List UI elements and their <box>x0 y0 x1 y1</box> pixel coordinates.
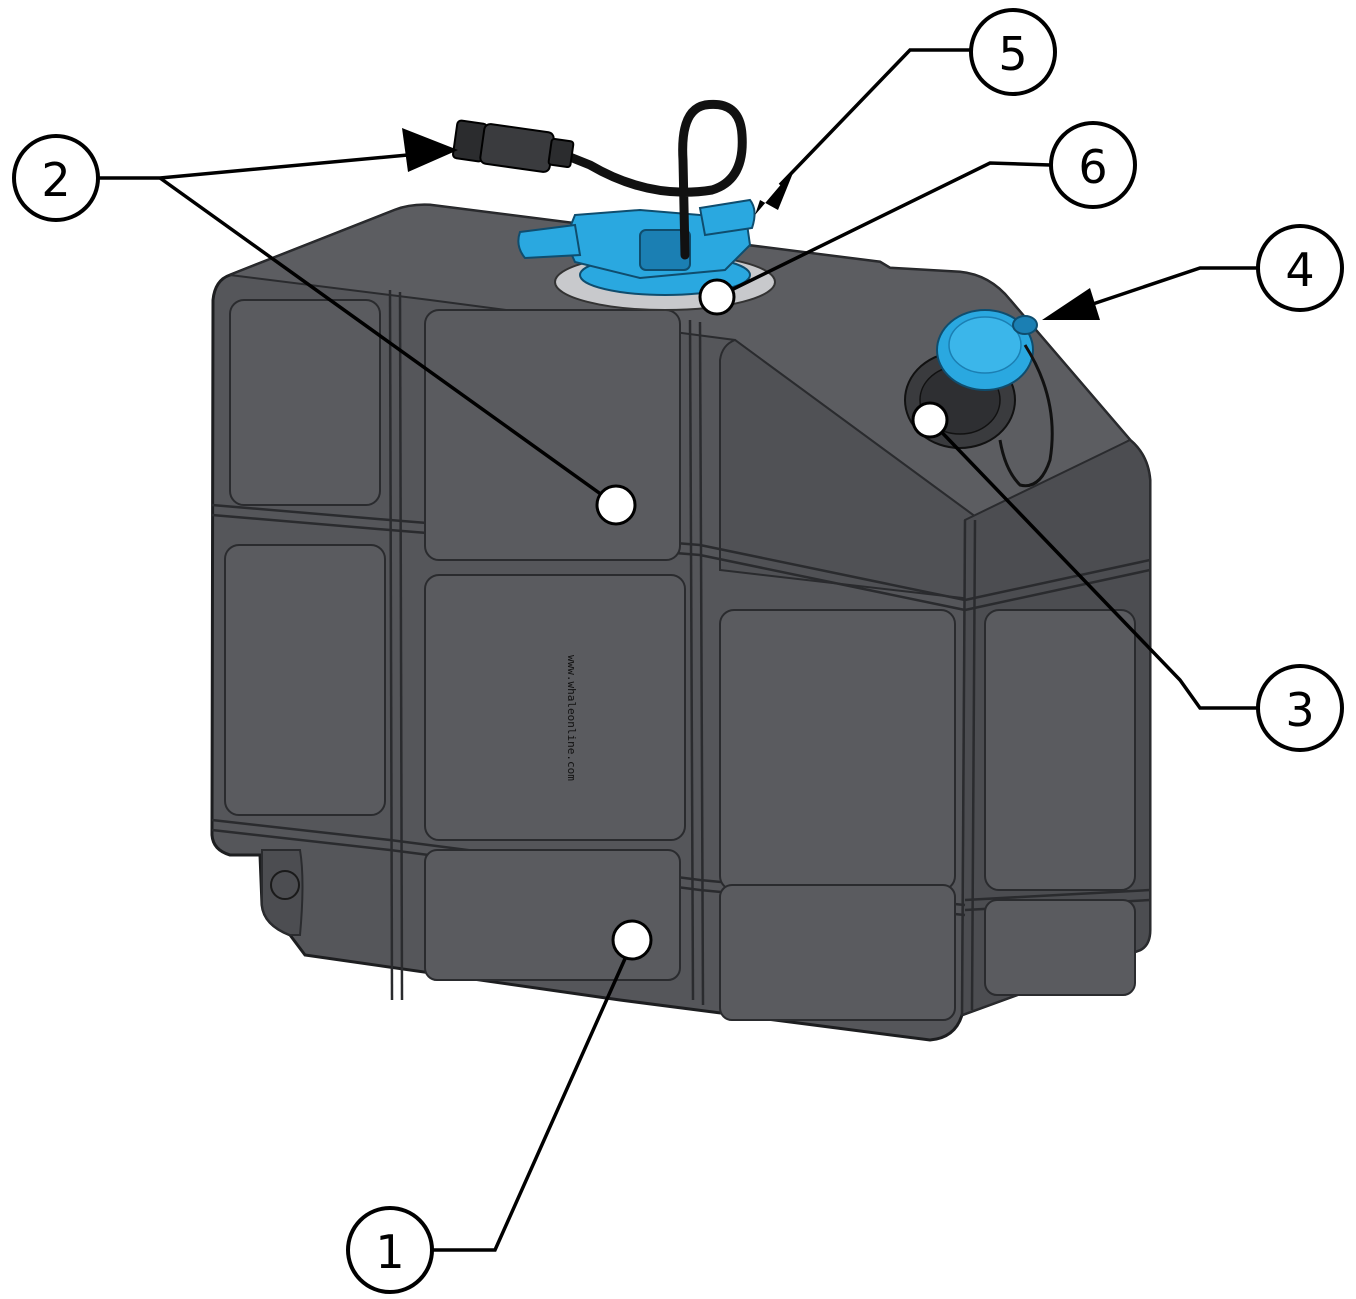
panel-bottom-right <box>719 884 956 1021</box>
callouts: 1 2 3 4 5 6 <box>12 8 1344 1294</box>
leader-4 <box>1074 266 1258 312</box>
svg-text:3: 3 <box>1285 683 1314 737</box>
cable-connector <box>452 119 575 173</box>
callout-5: 5 <box>969 8 1057 96</box>
leader-5 <box>778 48 973 187</box>
panel-top-mid <box>424 309 681 561</box>
svg-text:2: 2 <box>41 153 70 207</box>
panel-bottom-center <box>424 849 681 981</box>
marker-3 <box>911 401 949 439</box>
leader-2b <box>158 176 618 507</box>
tank-foot <box>261 849 304 936</box>
arrow-4 <box>1042 288 1100 320</box>
panel-side-upper <box>984 609 1136 891</box>
marker-2 <box>595 484 637 526</box>
panel-top-left <box>229 299 381 506</box>
embossed-web-address: www.whaleonline.com <box>565 655 578 781</box>
svg-text:1: 1 <box>375 1225 404 1279</box>
panel-mid-center <box>424 574 686 841</box>
svg-text:5: 5 <box>998 27 1027 81</box>
panel-mid-left <box>224 544 386 816</box>
panel-side-lower <box>984 899 1136 996</box>
arrow-5 <box>755 168 795 215</box>
arrowheads <box>402 128 1100 320</box>
cap-tether <box>998 344 1054 488</box>
right-spigot <box>698 198 756 237</box>
panel-mid-right <box>719 609 956 891</box>
callout-6: 6 <box>1049 121 1137 209</box>
callout-3: 3 <box>1256 664 1344 752</box>
arrow-2 <box>402 128 458 172</box>
electrical-cable <box>560 99 747 260</box>
leader-lines <box>95 48 1258 1252</box>
leader-6 <box>716 161 1051 299</box>
leader-3 <box>928 418 1258 710</box>
marker-6 <box>698 278 736 316</box>
marker-dots <box>595 278 949 961</box>
raised-panels <box>224 299 1136 1021</box>
left-spigot <box>517 223 582 260</box>
marker-1 <box>611 919 653 961</box>
leader-1 <box>430 942 634 1252</box>
callout-1: 1 <box>346 1206 434 1294</box>
leader-2 <box>95 150 441 180</box>
svg-text:4: 4 <box>1285 243 1314 297</box>
callout-4: 4 <box>1256 224 1344 312</box>
svg-text:6: 6 <box>1078 140 1107 194</box>
callout-2: 2 <box>12 134 100 222</box>
